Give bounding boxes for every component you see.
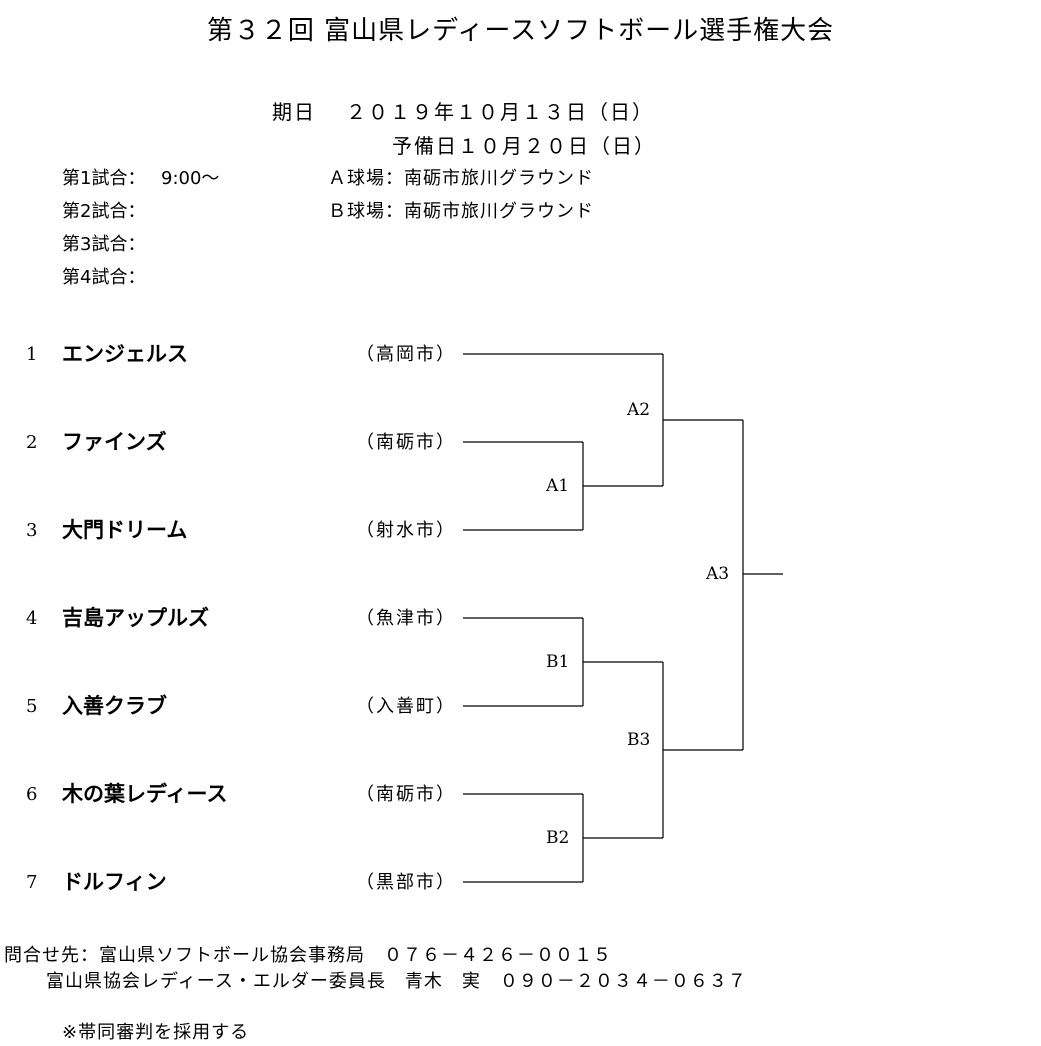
match-label-b1: B1: [546, 652, 570, 672]
match-label-b3: B3: [627, 730, 651, 750]
game-3-label: 第3試合：: [62, 234, 146, 255]
reserve-date: 予備日１０月２０日（日）: [392, 134, 656, 158]
team-7-city: （黒部市）: [356, 872, 456, 893]
team-5-number: 5: [26, 696, 38, 717]
team-6-number: 6: [26, 784, 38, 805]
team-5-city: （入善町）: [356, 696, 456, 717]
page-title: 第３２回 富山県レディースソフトボール選手権大会: [206, 16, 835, 46]
team-2-city: （南砺市）: [356, 432, 456, 453]
team-1-name: エンジェルス: [62, 342, 188, 366]
event-date: ２０１９年１０月１３日（日）: [346, 100, 654, 124]
team-1-city: （高岡市）: [356, 344, 456, 365]
venue-b: Ｂ球場：南砺市旅川グラウンド: [328, 201, 594, 222]
game-4-label: 第4試合：: [62, 267, 146, 288]
team-2-number: 2: [26, 432, 38, 453]
match-label-a1: A1: [546, 476, 570, 496]
team-4-number: 4: [26, 608, 38, 629]
match-label-a3: A3: [706, 564, 730, 584]
game-2-label: 第2試合：: [62, 201, 146, 222]
team-5-name: 入善クラブ: [62, 694, 167, 718]
team-7-number: 7: [26, 872, 38, 893]
team-1-number: 1: [26, 344, 38, 365]
match-label-b2: B2: [546, 828, 570, 848]
team-4-city: （魚津市）: [356, 608, 456, 629]
team-3-name: 大門ドリーム: [62, 518, 188, 542]
match-label-a2: A2: [627, 400, 651, 420]
game-1-time: 9:00～: [161, 168, 220, 189]
team-6-name: 木の葉レディース: [62, 782, 228, 806]
team-6-city: （南砺市）: [356, 784, 456, 805]
team-2-name: ファインズ: [62, 430, 167, 454]
team-7-name: ドルフィン: [62, 870, 167, 894]
team-4-name: 吉島アップルズ: [62, 606, 209, 630]
team-3-number: 3: [26, 520, 38, 541]
team-3-city: （射水市）: [356, 520, 456, 541]
committee-chair: 富山県協会レディース・エルダー委員長 青木 実 ０９０－２０３４－０６３７: [46, 971, 747, 992]
umpire-note: ※帯同審判を採用する: [62, 1022, 250, 1043]
contact-info: 問合せ先：富山県ソフトボール協会事務局 ０７６－４２６－００１５: [4, 945, 612, 966]
game-1-label: 第1試合：: [62, 168, 146, 189]
venue-a: Ａ球場：南砺市旅川グラウンド: [328, 168, 594, 189]
date-label: 期日: [272, 100, 316, 124]
